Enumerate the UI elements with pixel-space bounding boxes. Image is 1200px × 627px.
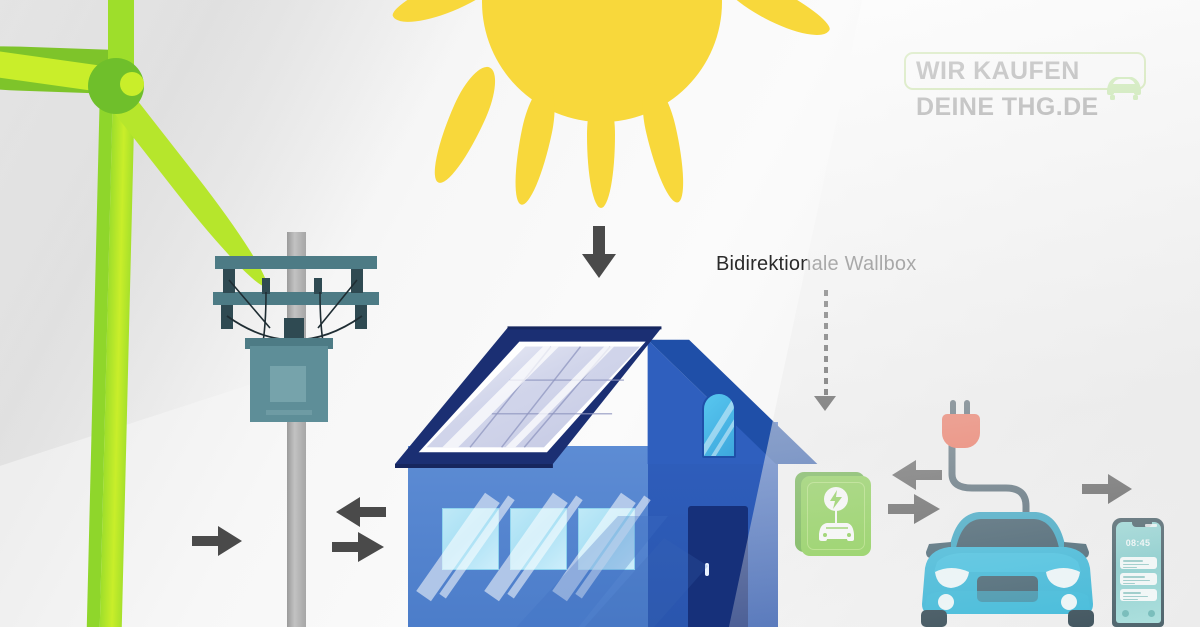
pole-crossarm-top [215, 256, 377, 269]
card-line [1122, 576, 1145, 578]
card-line [1122, 595, 1148, 598]
sun-ray-4 [587, 90, 615, 208]
house-arched-window [702, 392, 736, 458]
wallbox-ev-icon [819, 487, 854, 541]
phone-notification-card[interactable] [1119, 589, 1157, 601]
phone-clock: 08:45 [1125, 538, 1151, 548]
wind-turbine [0, 0, 440, 627]
phone-screen[interactable]: 08:45 [1115, 522, 1161, 623]
logo-border [904, 52, 1146, 90]
logo-line-1: WIR KAUFEN [916, 57, 1080, 85]
charging-cable [948, 440, 1030, 530]
card-line [1122, 566, 1137, 569]
phone-nav-icon-left[interactable] [1121, 610, 1129, 617]
arrow-pole-to-house-in [336, 497, 386, 527]
wallbox-pointer-line [824, 290, 828, 395]
logo-line-2: DEINE THG.DE [916, 93, 1099, 121]
card-line [1122, 563, 1149, 566]
arrow-house-to-car [888, 494, 940, 524]
pole-wires [226, 279, 363, 349]
utility-pole [210, 232, 385, 627]
house-window-2 [484, 492, 583, 602]
arrow-turbine-to-pole [192, 526, 242, 556]
house-door[interactable] [688, 506, 748, 627]
pole-crossarm-bottom [213, 292, 379, 305]
pole-insulator-6 [314, 278, 322, 294]
phone-status-icons [1144, 523, 1157, 527]
brand-logo[interactable]: WIR KAUFEN DEINE THG.DE [904, 52, 1152, 134]
house-door-handle [705, 563, 709, 576]
arrow-car-to-house [892, 460, 942, 490]
card-line [1122, 592, 1141, 594]
house-window-1 [416, 492, 515, 602]
plug-body [942, 414, 980, 448]
card-line [1122, 579, 1150, 582]
transformer-panel [270, 366, 306, 402]
wallbox-pointer-arrowhead [814, 396, 836, 411]
house-roof [395, 326, 818, 468]
phone-notch [1131, 522, 1152, 527]
transformer-top [245, 338, 333, 349]
house-illustration [390, 318, 850, 627]
smartphone[interactable]: 08:45 [1112, 518, 1164, 627]
phone-nav-icon-right[interactable] [1147, 610, 1155, 617]
pole-insulator-5 [262, 278, 270, 294]
plug-pin-left [950, 400, 956, 418]
wallbox-inner-border [807, 482, 865, 550]
transformer-stripe [266, 410, 312, 415]
wallbox-charging-station[interactable] [795, 472, 873, 560]
arrow-sun-to-roof [582, 226, 616, 278]
plug-pin-right [964, 400, 970, 418]
car-front-view [921, 512, 1094, 627]
phone-notification-card[interactable] [1119, 557, 1157, 569]
turbine-hub-center [120, 72, 144, 96]
sun-ray-6 [708, 0, 836, 48]
phone-notification-card[interactable] [1119, 573, 1157, 585]
card-line [1122, 582, 1135, 585]
electric-car [915, 492, 1100, 627]
card-line [1122, 598, 1138, 601]
house-window-3 [552, 492, 651, 602]
wallbox-label: Bidirektionale Wallbox [716, 253, 917, 275]
sun-ray-5 [635, 80, 693, 206]
card-line [1122, 560, 1143, 562]
car-icon [1107, 77, 1141, 100]
charging-plug[interactable] [938, 400, 982, 452]
arrow-pole-to-house-out [332, 532, 384, 562]
sun-illustration [387, 0, 836, 212]
sun-ray-3 [506, 82, 562, 208]
arrow-car-to-phone [1082, 474, 1132, 504]
